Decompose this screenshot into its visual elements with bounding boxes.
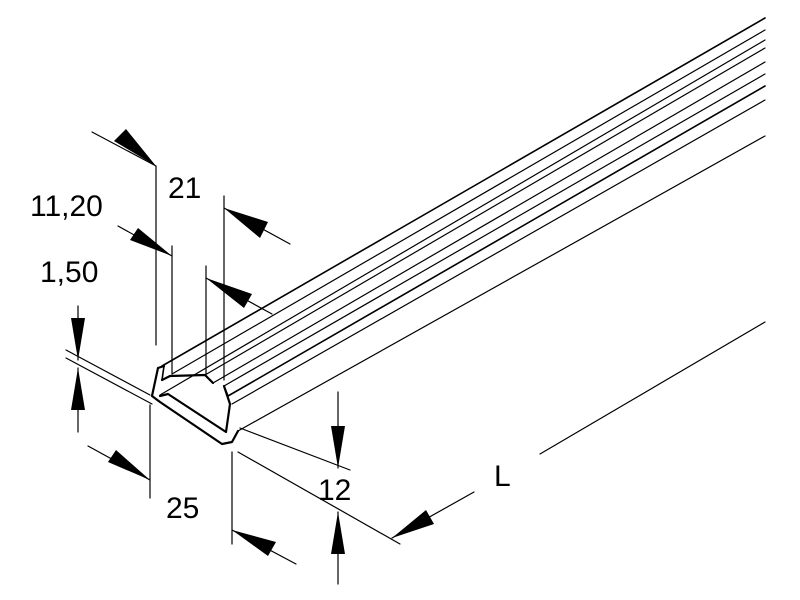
dim-top-width: 21 — [91, 129, 291, 381]
arrow-25-left — [108, 450, 150, 480]
dim-height: 12 — [237, 391, 401, 585]
arrow-L-start — [392, 510, 434, 538]
arrow-21-right — [224, 208, 268, 238]
arrow-25-right — [232, 530, 276, 556]
dim-length: L — [391, 321, 766, 539]
dim-label-1120: 11,20 — [30, 190, 103, 223]
dim-thickness: 1,50 — [40, 256, 153, 433]
arrow-12-bottom — [331, 512, 345, 554]
arrow-150-top — [71, 318, 85, 360]
arrow-12-top — [331, 426, 345, 468]
dim-label-150: 1,50 — [40, 256, 98, 289]
rail-profile — [150, 17, 766, 446]
dim-label-12: 12 — [318, 474, 351, 507]
arrow-150-bottom — [71, 368, 85, 410]
arrow-1120-left — [130, 228, 172, 256]
dim-label-L: L — [494, 460, 511, 493]
arrow-21-left — [114, 129, 156, 166]
arrow-1120-right — [206, 278, 252, 308]
dim-label-25: 25 — [166, 492, 199, 525]
dim-slot-width: 11,20 — [30, 190, 273, 376]
dim-label-21: 21 — [168, 172, 201, 205]
dim-base-width: 25 — [87, 404, 297, 565]
